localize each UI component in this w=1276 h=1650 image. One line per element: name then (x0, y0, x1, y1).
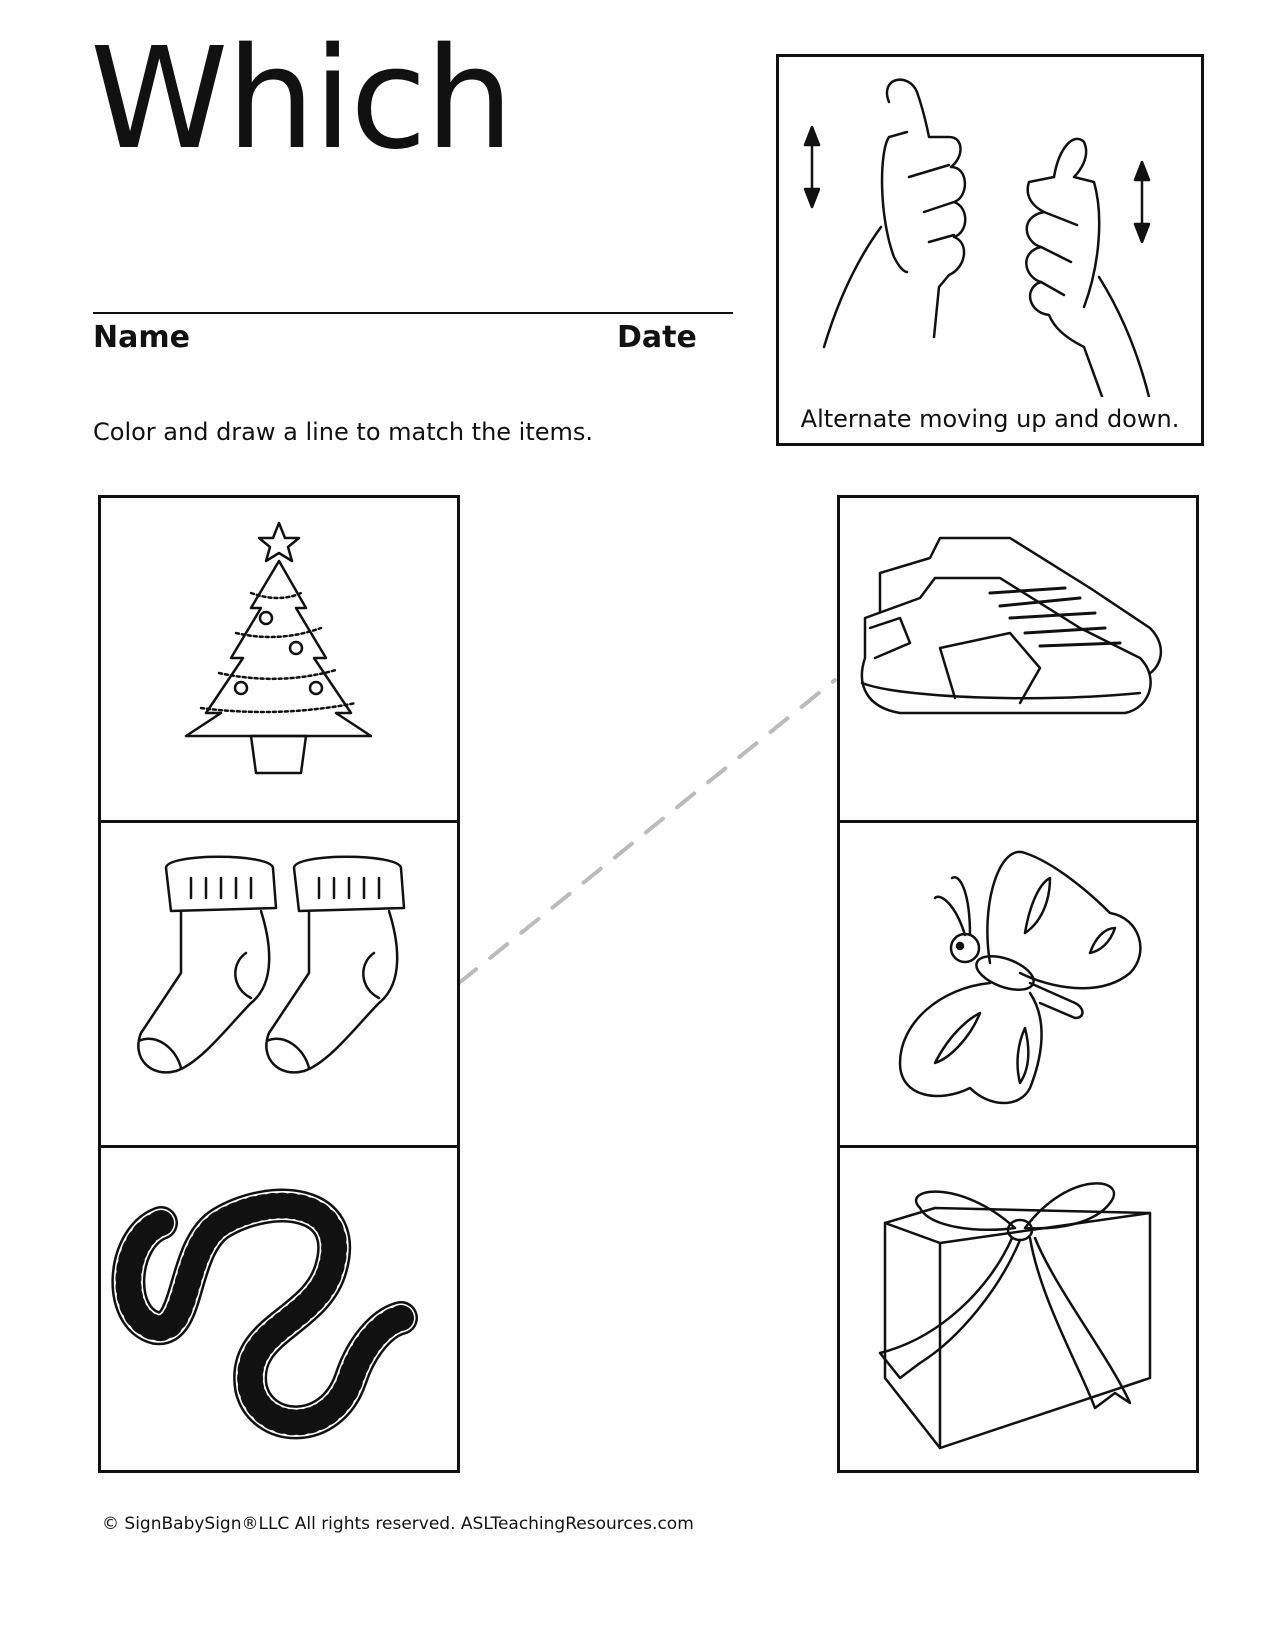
butterfly-icon (898, 850, 1142, 1105)
item-socks[interactable] (98, 820, 460, 1148)
gift-box-icon (878, 1182, 1152, 1450)
item-gift-box[interactable] (837, 1145, 1199, 1473)
socks-icon (137, 855, 406, 1074)
worm-icon (111, 1188, 418, 1440)
item-butterfly[interactable] (837, 820, 1199, 1148)
item-christmas-tree[interactable] (98, 495, 460, 823)
date-label: Date (617, 320, 697, 355)
page-title: Which (90, 18, 514, 181)
christmas-tree-icon (184, 521, 373, 775)
name-label: Name (93, 320, 190, 355)
footer-copyright: © SignBabySign®LLC All rights reserved. … (102, 1514, 694, 1534)
item-sneakers[interactable] (837, 495, 1199, 823)
instruction-text: Color and draw a line to match the items… (93, 418, 594, 446)
thumbs-up-hands-icon (803, 78, 1151, 404)
item-worm[interactable] (98, 1145, 460, 1473)
name-date-line[interactable] (93, 312, 733, 314)
sneakers-icon (860, 536, 1162, 715)
sign-illustration-box: Alternate moving up and down. (776, 54, 1204, 446)
sign-caption: Alternate moving up and down. (800, 405, 1180, 433)
